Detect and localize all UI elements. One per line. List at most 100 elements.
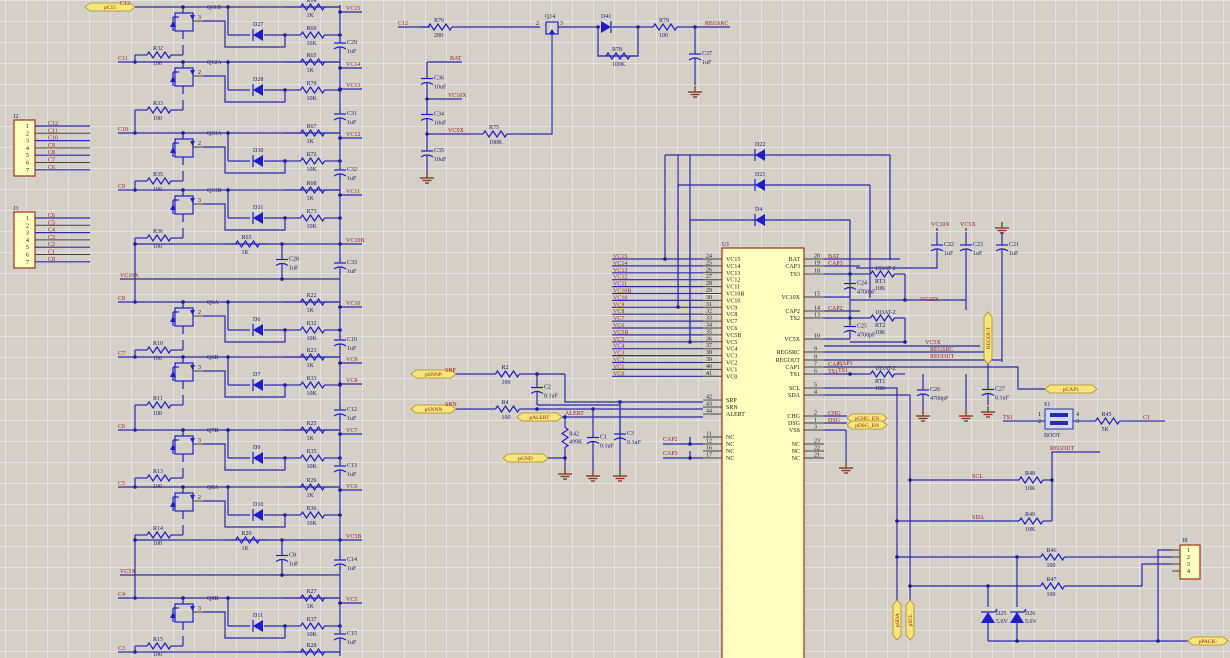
wire (203, 20, 286, 48)
connector-pin: 6 (26, 253, 29, 259)
label: 10K (875, 330, 886, 336)
junction-dot (535, 407, 539, 411)
net-label: C4 (48, 228, 55, 234)
net-label: C8 (48, 150, 55, 156)
label: 3 (1076, 419, 1079, 425)
pin-name: NC (726, 449, 734, 455)
label: D28 (253, 77, 263, 83)
boot-switch[interactable] (1044, 408, 1074, 430)
mosfet-icon (174, 138, 194, 158)
resistor-ref: R45 (1102, 412, 1112, 418)
pin-name: VC9 (726, 305, 737, 311)
pin-name: TS3 (790, 272, 800, 278)
net-label: C1 (48, 250, 55, 256)
resistor-value: 5K (1102, 427, 1110, 433)
resistor-ref: R27 (307, 589, 317, 595)
capacitor (916, 393, 930, 397)
pin-name: NC (726, 442, 734, 448)
junction-dot (226, 131, 230, 135)
cell-net-label: C11 (118, 56, 128, 62)
resistor (146, 345, 172, 355)
connector-pin-number: 3 (1187, 562, 1190, 568)
pin-number: 3 (198, 198, 201, 204)
pin-name: ALERT (726, 412, 745, 418)
port-pcap1[interactable] (1044, 384, 1098, 394)
resistor-ref: R48 (1025, 471, 1035, 477)
mosfet-icon (190, 365, 195, 370)
resistor-ref: R79 (659, 18, 669, 24)
port-pC15-label: pC15 (104, 5, 116, 11)
port-pdsg-en[interactable] (846, 420, 888, 430)
pin-number: 10 (814, 334, 820, 340)
pin-number: 2 (198, 310, 201, 316)
junction-dot (895, 555, 899, 559)
mosfet-icon (174, 12, 194, 32)
junction-dot (181, 300, 185, 304)
connector-pin: 6 (26, 161, 29, 167)
label: C3 (627, 431, 634, 437)
net-label: SRN (445, 402, 457, 408)
pin-name: VC5X (784, 337, 800, 343)
mosfet-icon (174, 435, 194, 455)
port-pscl[interactable] (905, 599, 915, 641)
resistor-value: 100K (612, 62, 626, 68)
pin-name: CAP2 (785, 309, 800, 315)
net-label: REGOUT (930, 354, 955, 360)
cap-gap (337, 166, 343, 178)
cell-net-label: C12 (120, 1, 130, 7)
net-label: C2 (48, 242, 55, 248)
net-label: CAP3 (663, 451, 678, 457)
port-psnnn-label: pSNNN (425, 407, 443, 413)
net-label: SCL (972, 474, 983, 480)
pin-number: 38 (706, 350, 712, 356)
junction-dot (338, 432, 342, 436)
label: 0.1uF (627, 440, 642, 446)
diode (253, 452, 263, 464)
mosfet-icon (174, 307, 194, 327)
resistor (300, 425, 325, 435)
label: C27 (995, 387, 1005, 393)
port-psda[interactable] (892, 599, 902, 641)
label: 1uF (347, 49, 357, 55)
port-ppack[interactable] (1187, 636, 1229, 646)
resistor-ref: R65 (307, 53, 317, 59)
pin-number: 39 (706, 357, 712, 363)
thermistor (870, 269, 895, 279)
net-label: SDA (972, 515, 985, 521)
wire (1075, 563, 1172, 587)
pin-name: NC (726, 456, 734, 462)
label: C15 (347, 631, 357, 637)
resistor-value: 10K (1025, 486, 1036, 492)
resistor-value: 1K (307, 13, 315, 19)
capacitor (420, 117, 434, 122)
port-psnnp-label: pSNNP (425, 372, 442, 378)
net-label: VC11 (613, 282, 627, 288)
mid-net-label: VC5X (120, 569, 136, 575)
connector-j8 (1179, 544, 1201, 580)
resistor-value: 1K (307, 493, 315, 499)
label: 5.6V (1025, 619, 1038, 625)
junction-dot (1015, 639, 1019, 643)
net-label: TS1 (1003, 415, 1013, 421)
resistor (495, 369, 520, 379)
pin-name: NC (792, 442, 800, 448)
thermistor (870, 369, 895, 379)
mosfet-icon (174, 603, 194, 623)
cell-net-label: C7 (118, 351, 125, 357)
label: 0.1uF (544, 394, 559, 400)
pin-name: VC15 (726, 257, 740, 263)
net-label: VC12 (613, 275, 627, 281)
mosfet-icon (174, 67, 194, 87)
label: 0.1uF (600, 444, 615, 450)
net-label: VC1 (613, 364, 624, 370)
label: D41 (601, 14, 611, 20)
mosfet-ref: Q13B (207, 188, 221, 194)
net-label: C5 (48, 220, 55, 226)
connector-pin: 5 (26, 245, 29, 251)
connector-pin: 4 (26, 146, 29, 152)
cell-net-label: C6 (118, 424, 125, 430)
port-pchg-en-label: pCHG_EN (855, 416, 879, 422)
net-label: C11 (48, 128, 58, 134)
junction-dot (181, 131, 185, 135)
